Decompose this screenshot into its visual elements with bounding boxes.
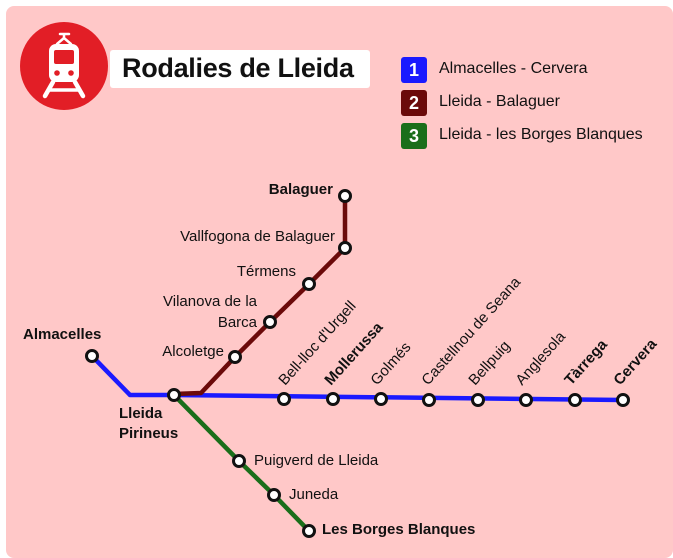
station-alcoletge[interactable] <box>228 350 242 364</box>
station-label: Pirineus <box>119 425 178 442</box>
legend-label: Lleida - Balaguer <box>439 93 560 110</box>
station-label: Les Borges Blanques <box>322 521 475 538</box>
station-label: Lleida <box>119 405 163 422</box>
line-badge: 3 <box>401 123 427 149</box>
station-bellloc[interactable] <box>277 392 291 406</box>
legend-label: Lleida - les Borges Blanques <box>439 126 643 143</box>
line-badge: 2 <box>401 90 427 116</box>
station-bellpuig[interactable] <box>471 393 485 407</box>
station-label: Vilanova de la <box>163 293 258 310</box>
station-termens[interactable] <box>302 277 316 291</box>
legend-label: Almacelles - Cervera <box>439 60 588 77</box>
station-label: Barca <box>218 314 258 331</box>
line-1-track <box>90 354 624 403</box>
station-label: Puigverd de Lleida <box>254 452 379 469</box>
station-label: Alcoletge <box>162 343 224 360</box>
train-icon <box>20 22 108 110</box>
station-mollerussa[interactable] <box>326 392 340 406</box>
station-anglesola[interactable] <box>519 393 533 407</box>
station-juneda[interactable] <box>267 488 281 502</box>
station-puigverd[interactable] <box>232 454 246 468</box>
title-box: Rodalies de Lleida <box>110 50 370 88</box>
station-castellnou[interactable] <box>422 393 436 407</box>
line-badge: 1 <box>401 57 427 83</box>
station-golmes[interactable] <box>374 392 388 406</box>
station-lleida-pirineus[interactable] <box>167 388 181 402</box>
map-background <box>6 6 673 558</box>
station-vallfogona[interactable] <box>338 241 352 255</box>
station-cervera[interactable] <box>616 393 630 407</box>
station-label: Balaguer <box>269 181 333 198</box>
station-label: Térmens <box>237 263 296 280</box>
station-borges[interactable] <box>302 524 316 538</box>
station-tarrega[interactable] <box>568 393 582 407</box>
line-3-track <box>172 393 311 533</box>
station-label: Vallfogona de Balaguer <box>180 228 335 245</box>
station-vilanova[interactable] <box>263 315 277 329</box>
station-balaguer[interactable] <box>338 189 352 203</box>
station-almacelles[interactable] <box>85 349 99 363</box>
map-title: Rodalies de Lleida <box>122 53 354 83</box>
station-label: Juneda <box>289 486 339 503</box>
station-label: Almacelles <box>23 326 101 343</box>
